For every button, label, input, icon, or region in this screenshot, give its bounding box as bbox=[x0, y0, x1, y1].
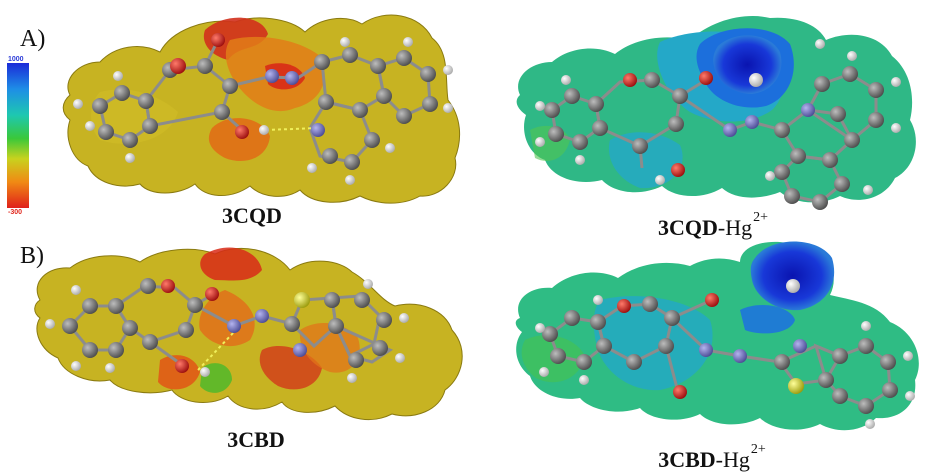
panel-label-a: A) bbox=[20, 26, 46, 52]
caption-3cbd-hg: 3CBD-Hg2+ bbox=[658, 442, 766, 473]
caption-3cqd-hg-charge: 2+ bbox=[753, 210, 769, 225]
atoms-3cqd bbox=[73, 33, 453, 185]
surface-3cbd-hg bbox=[515, 241, 919, 431]
color-scale-bar bbox=[7, 63, 29, 208]
atoms-3cbd bbox=[45, 278, 409, 383]
caption-3cqd-main: 3CQD bbox=[222, 203, 282, 228]
caption-3cbd-hg-main: 3CBD bbox=[658, 447, 716, 472]
scale-max-label: 1000 bbox=[8, 56, 24, 63]
caption-3cqd: 3CQD bbox=[222, 203, 282, 229]
caption-3cqd-hg-suffix: -Hg bbox=[717, 215, 753, 240]
atoms-3cqd-hg bbox=[535, 39, 901, 210]
caption-3cbd-hg-suffix: -Hg bbox=[715, 447, 750, 472]
caption-3cqd-hg-main: 3CQD bbox=[657, 215, 718, 240]
surface-3cqd-hg bbox=[516, 16, 916, 203]
caption-3cbd: 3CBD bbox=[227, 427, 284, 453]
scale-min-label: -300 bbox=[8, 209, 23, 216]
caption-3cbd-hg-charge: 2+ bbox=[750, 442, 766, 457]
surface-3cbd bbox=[34, 247, 463, 420]
caption-3cqd-hg: 3CQD-Hg2+ bbox=[658, 210, 768, 241]
panel-label-b: B) bbox=[20, 243, 44, 269]
atoms-3cbd-hg bbox=[535, 279, 915, 429]
caption-3cbd-main: 3CBD bbox=[227, 427, 285, 452]
